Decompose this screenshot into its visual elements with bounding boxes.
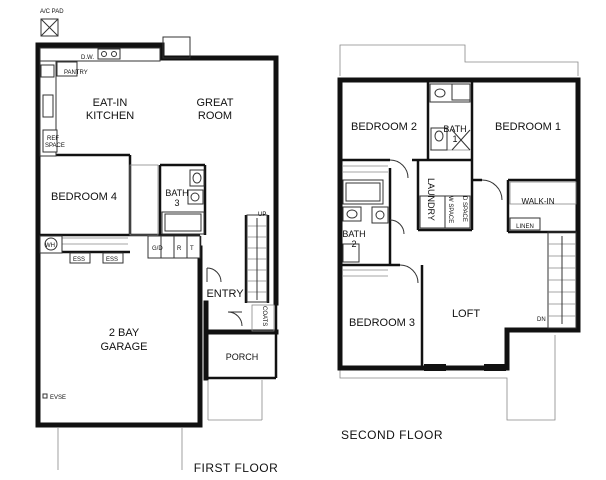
bath3-fixtures (161, 169, 205, 235)
bath2-label-1: BATH (342, 229, 365, 239)
bedroom4-label: BEDROOM 4 (51, 191, 117, 203)
bedroom2-label: BEDROOM 2 (351, 121, 417, 133)
first-floor-stairs (246, 214, 268, 303)
garage-approach (57, 380, 263, 470)
loft-label: LOFT (452, 308, 480, 320)
bath1-label-2: 1 (452, 134, 457, 144)
bedroom3-label: BEDROOM 3 (349, 317, 415, 329)
evse-label: EVSE (50, 395, 66, 401)
dishwasher-label: D.W. (81, 55, 94, 61)
first-floor-exterior-walls (35, 42, 279, 428)
bath3-label-2: 3 (174, 198, 179, 208)
garage-label-1: 2 BAY (109, 327, 140, 339)
roof-bump (162, 36, 191, 59)
bath1-fixtures (429, 83, 471, 151)
second-floor-doors (389, 159, 503, 284)
entry-label: ENTRY (206, 288, 244, 300)
ess-unit-2 (102, 252, 124, 264)
washer-space-label: W SPACE (447, 196, 453, 223)
second-floor-title: SECOND FLOOR (341, 428, 443, 442)
gd-label: G/D (152, 246, 163, 252)
great-room-label-1: GREAT (196, 97, 233, 109)
bath2-label-2: 2 (351, 239, 356, 249)
eat-in-kitchen-label-1: EAT-IN (93, 97, 128, 109)
pantry-label: PANTRY (64, 70, 88, 76)
wall-stub-2 (484, 364, 506, 371)
stairs-up-label: UP (258, 212, 266, 218)
walk-in-label: WALK-IN (521, 197, 554, 206)
eat-in-kitchen-label-2: KITCHEN (86, 110, 134, 122)
dryer-space-label: D SPACE (461, 196, 467, 222)
ref-space-label-2: SPACE (45, 143, 65, 149)
second-floor-plan: BEDROOM 2 BATH 1 BEDROOM 1 LAUNDRY W SPA… (337, 44, 581, 442)
second-floor-interior-walls (340, 80, 578, 368)
laundry-fixtures (419, 195, 471, 229)
first-floor-interior-walls (38, 153, 270, 303)
ref-space-label-1: REF (47, 136, 59, 142)
evse-marker (42, 393, 48, 399)
range-label: R (177, 246, 182, 252)
first-floor-title: FIRST FLOOR (194, 461, 279, 475)
hall-closets (61, 164, 201, 259)
second-floor-exterior-walls (337, 77, 581, 371)
bath2-fixtures (342, 179, 389, 263)
water-heater (39, 235, 63, 254)
trash-label: T (190, 246, 194, 252)
coats-label: COATS (261, 306, 267, 326)
ac-pad-label: A/C PAD (40, 9, 64, 15)
bath3-label-1: BATH (165, 188, 188, 198)
kitchen-counters (39, 47, 161, 157)
linen-label: LINEN (516, 224, 534, 230)
great-room-label-2: ROOM (198, 110, 232, 122)
bedroom1-label: BEDROOM 1 (495, 121, 561, 133)
stairs-down-label: DN (537, 317, 546, 323)
first-floor-plan: A/C PAD (35, 9, 279, 475)
laundry-label: LAUNDRY (426, 178, 436, 221)
ac-pad: A/C PAD (40, 9, 64, 37)
garage-label-2: GARAGE (100, 341, 147, 353)
second-floor-stairs (547, 231, 577, 329)
water-heater-label: WH (45, 243, 55, 249)
wall-stub-1 (424, 364, 446, 371)
coats-closet (251, 304, 275, 332)
porch-label: PORCH (226, 352, 259, 362)
ess-label-1: ESS (73, 257, 85, 263)
ess-label-2: ESS (106, 257, 118, 263)
bath1-label-1: BATH (443, 124, 466, 134)
entry-doors (206, 267, 243, 327)
ess-unit-1 (69, 252, 91, 264)
